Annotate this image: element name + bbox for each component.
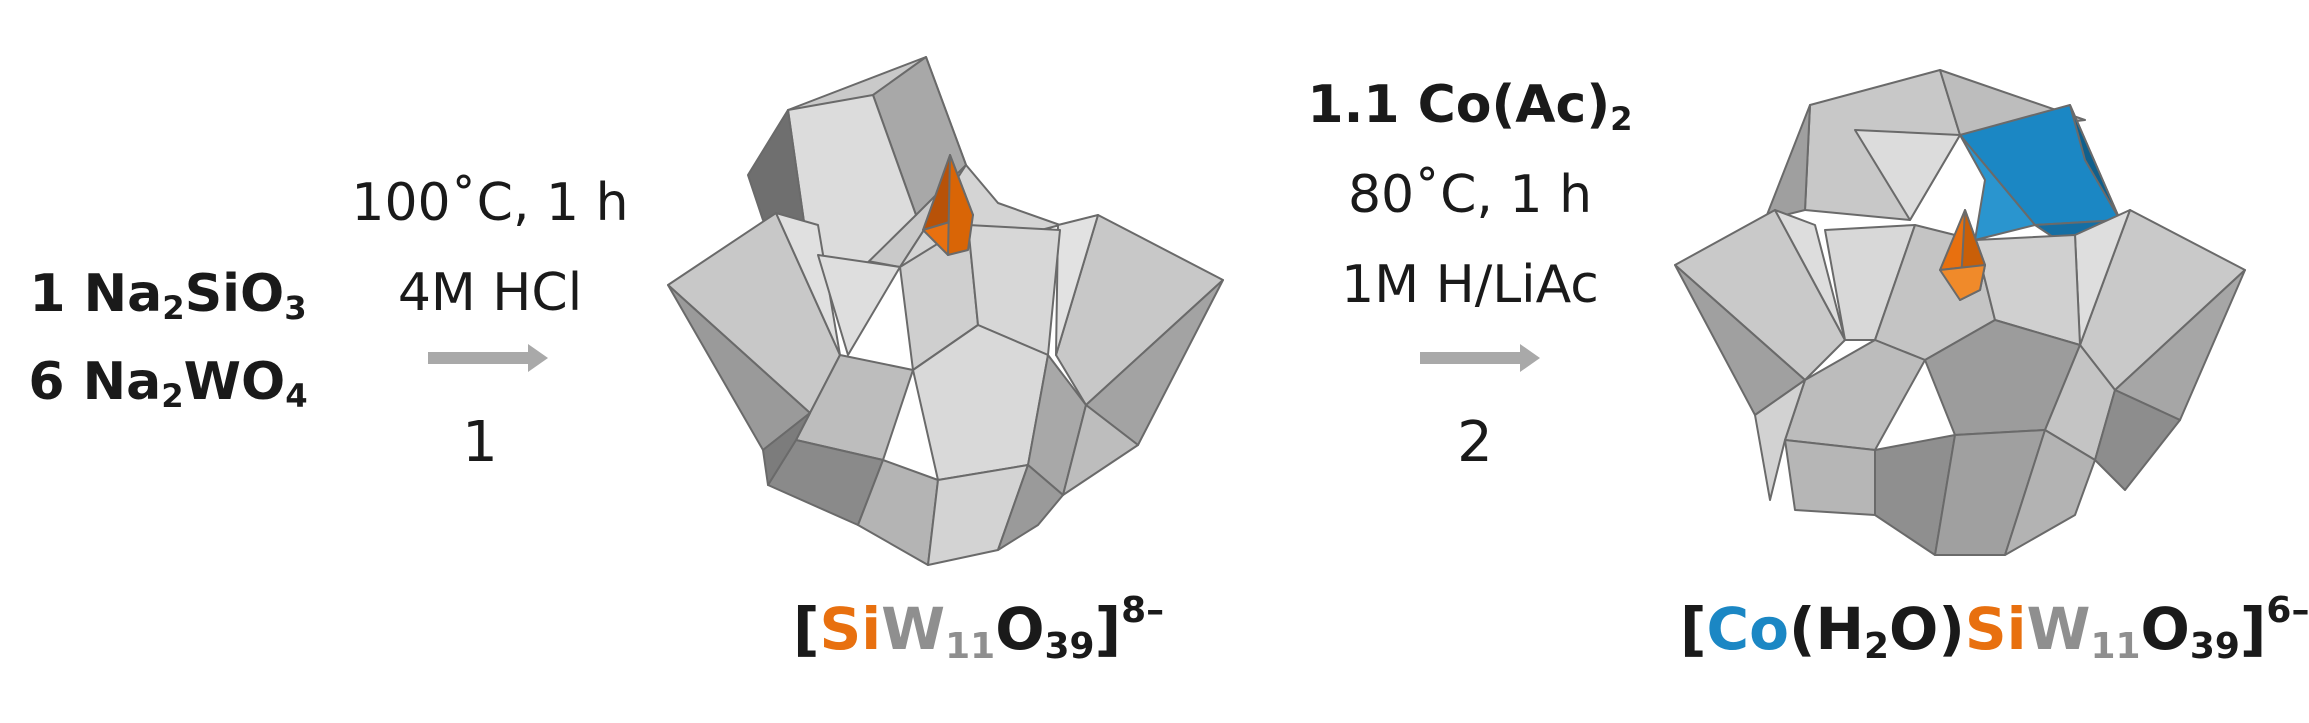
reactant-coef: 1 xyxy=(29,264,66,324)
charge: 6– xyxy=(2266,590,2309,632)
step1-temperature: 100˚C, 1 h xyxy=(351,173,629,233)
subscript: 39 xyxy=(2189,625,2240,667)
bracket: [ xyxy=(1680,595,1707,663)
subscript: 4 xyxy=(285,377,308,416)
formula-part: WO xyxy=(183,352,286,412)
oxygen-symbol: O xyxy=(995,595,1045,663)
formula-part: Na xyxy=(83,264,163,324)
cobalt-symbol: Co xyxy=(1706,595,1789,663)
subscript: 2 xyxy=(1610,100,1633,139)
tungsten-symbol: W xyxy=(2026,595,2091,663)
subscript: 11 xyxy=(945,625,996,667)
polyhedral-model-cosiw11 xyxy=(1674,69,2246,556)
step2-buffer: 1M H/LiAc xyxy=(1341,255,1599,315)
reagent-text: 1.1 Co(Ac) xyxy=(1307,75,1611,135)
step2-temperature: 80˚C, 1 h xyxy=(1347,165,1593,225)
subscript: 2 xyxy=(162,289,185,328)
product2-formula: [Co(H2O)SiW11O39]6– xyxy=(1680,593,2309,665)
bracket: ] xyxy=(1094,595,1122,663)
bracket: ] xyxy=(2239,595,2267,663)
water-ligand-open: (H xyxy=(1788,595,1864,663)
product1-formula: [SiW11O39]8– xyxy=(793,593,1164,665)
step2-number: 2 xyxy=(1457,410,1493,475)
reaction-arrow-1 xyxy=(428,344,548,372)
step2-reagent: 1.1 Co(Ac)2 xyxy=(1300,60,1640,150)
water-ligand-close: O) xyxy=(1889,595,1965,663)
oxygen-symbol: O xyxy=(2140,595,2190,663)
silicon-symbol: Si xyxy=(1964,595,2027,663)
silicon-symbol: Si xyxy=(819,595,882,663)
subscript: 2 xyxy=(161,377,184,416)
step2-conditions: 1.1 Co(Ac)2 80˚C, 1 h 1M H/LiAc xyxy=(1300,60,1640,330)
reactant-sodium-silicate: 1 Na2SiO3 xyxy=(18,250,318,338)
formula-part: Na xyxy=(82,352,162,412)
subscript: 2 xyxy=(1864,625,1890,667)
polyhedral-model-siw11 xyxy=(667,56,1224,566)
subscript: 3 xyxy=(284,289,307,328)
reactants: 1 Na2SiO3 6 Na2WO4 xyxy=(18,250,318,426)
reactant-coef: 6 xyxy=(28,352,65,412)
subscript: 39 xyxy=(1044,625,1095,667)
step1-conditions: 100˚C, 1 h 4M HCl xyxy=(320,158,660,338)
reaction-arrow-2 xyxy=(1420,344,1540,372)
step1-number: 1 xyxy=(462,410,498,475)
charge: 8– xyxy=(1121,590,1165,632)
step1-acid: 4M HCl xyxy=(397,263,583,323)
bracket: [ xyxy=(793,595,820,663)
tungsten-symbol: W xyxy=(881,595,946,663)
subscript: 11 xyxy=(2090,625,2141,667)
reactant-sodium-tungstate: 6 Na2WO4 xyxy=(18,338,318,426)
formula-part: SiO xyxy=(184,264,285,324)
